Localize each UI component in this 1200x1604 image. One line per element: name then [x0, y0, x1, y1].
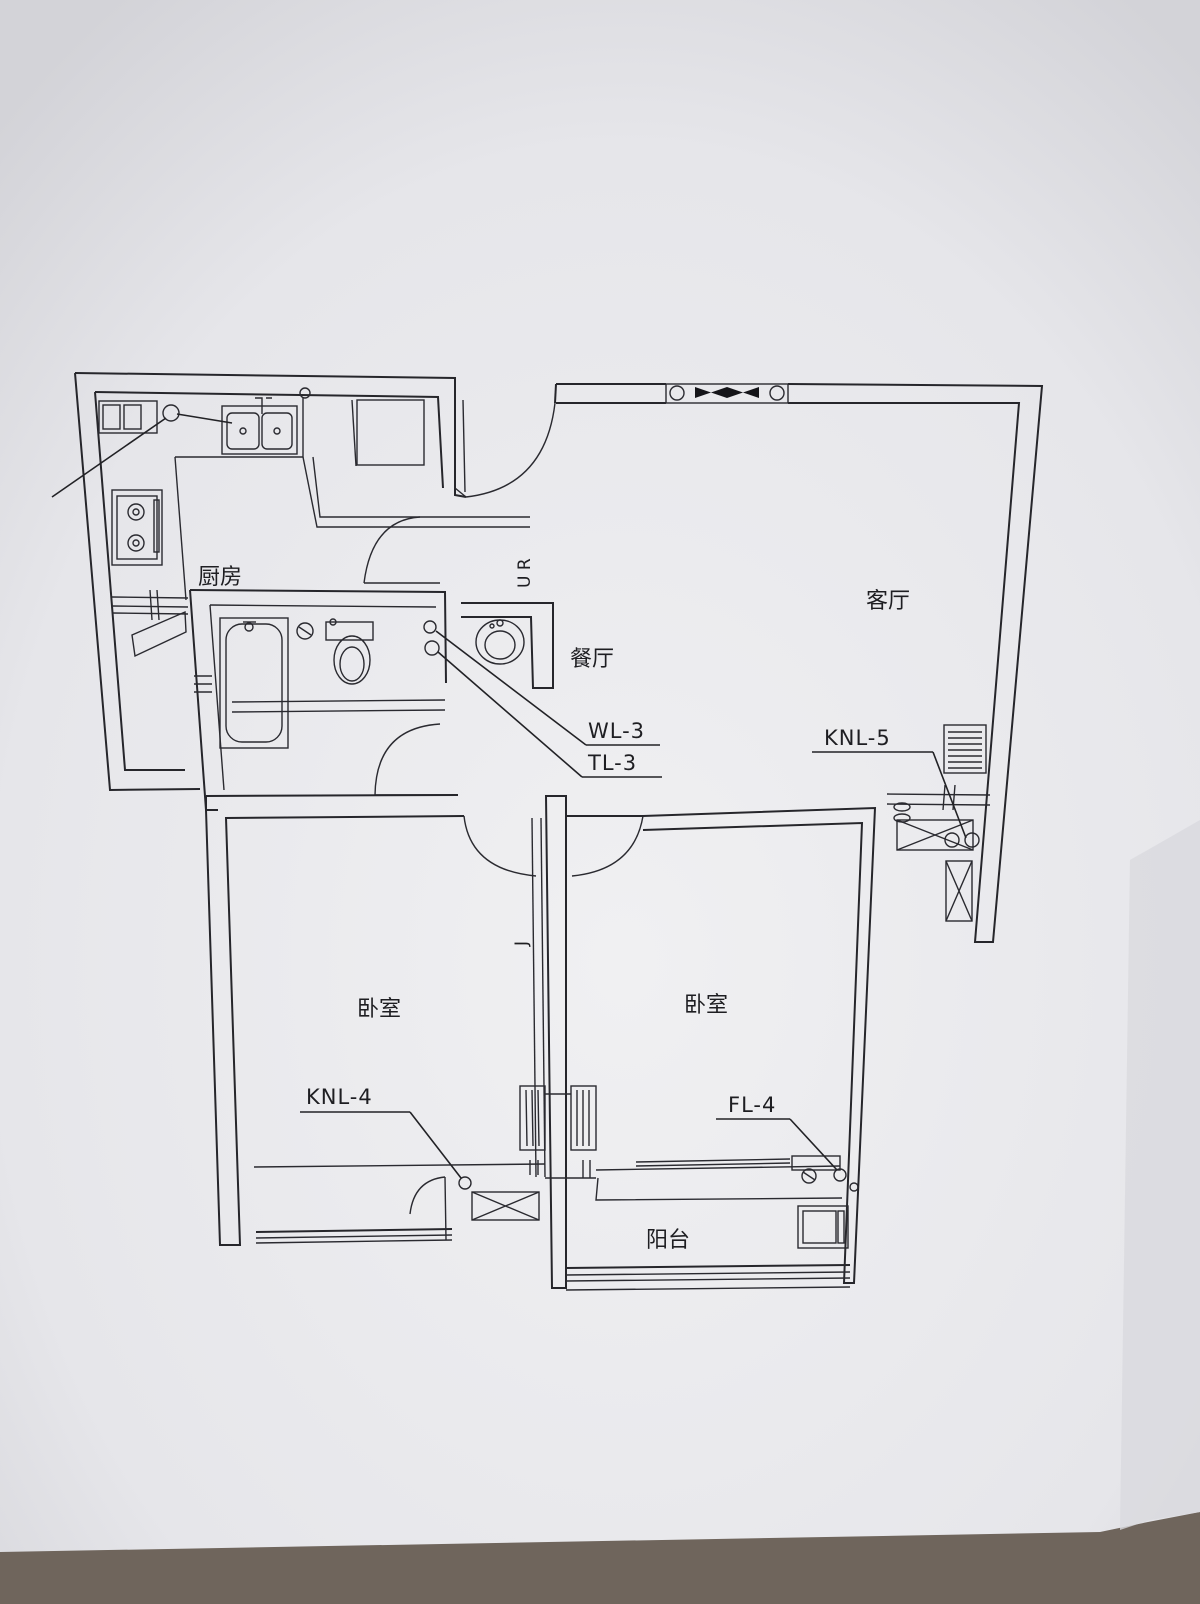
dining-label: 餐厅 [570, 647, 614, 672]
floor-drain-icon [296, 622, 314, 640]
bedroom-right-label: 卧室 [684, 993, 728, 1018]
stair-mark-lower: J [512, 941, 532, 947]
fl4-pipe-icon [833, 1168, 847, 1182]
washing-machine-icon [797, 1205, 849, 1249]
kitchen-label: 厨房 [198, 565, 242, 590]
knl5-label: KNL-5 [824, 726, 891, 750]
paper-sheet [0, 0, 1200, 1552]
knl4-pipe-icon [458, 1176, 472, 1190]
bedroom-right-area: 卧室 阳台 FL-4 [545, 806, 877, 1291]
living-label: 客厅 [866, 589, 910, 614]
balcony-label: 阳台 [646, 1228, 690, 1253]
tl3-pipe-icon [424, 640, 440, 656]
wl3-label: WL-3 [588, 719, 645, 743]
living-dining-area: 餐厅 客厅 U R KNL-5 [454, 383, 1044, 943]
ac-unit-icon [943, 724, 987, 774]
paper-fold-shadow [1120, 820, 1200, 1530]
gas-stove-icon [111, 489, 163, 566]
knl4-label: KNL-4 [306, 1085, 373, 1109]
ventilation-window-icon [669, 385, 785, 401]
toilet-icon [325, 618, 374, 685]
radiator-right-icon [570, 1085, 597, 1151]
pipe-riser-icon [299, 387, 311, 399]
drain-pipe-icon [162, 404, 180, 422]
bedroom-left-area: J 卧室 KNL-4 [205, 794, 644, 1289]
stair-mark-upper: U R [515, 558, 535, 588]
kitchen-sink-icon [221, 397, 298, 455]
tl3-label: TL-3 [587, 751, 637, 775]
fl4-label: FL-4 [728, 1093, 776, 1117]
floor-drain-right-icon [801, 1168, 817, 1184]
wash-basin-icon [475, 619, 525, 665]
bedroom-left-label: 卧室 [357, 997, 401, 1022]
knl5-pipe-icon [944, 832, 960, 848]
kitchen-area: 厨房 [51, 372, 530, 792]
radiator-icon [519, 1085, 546, 1151]
wl3-pipe-icon [423, 620, 437, 634]
bathtub-icon [219, 617, 289, 749]
